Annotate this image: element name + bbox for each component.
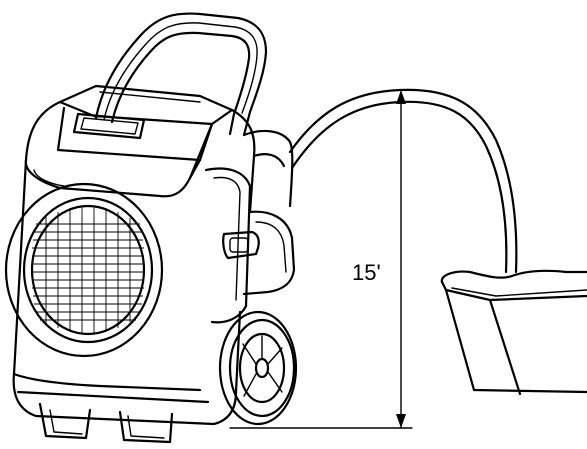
carry-handle bbox=[94, 12, 268, 137]
collection-bucket bbox=[440, 269, 587, 396]
height-dimension-line bbox=[229, 90, 413, 429]
dimension-arrow-bottom bbox=[396, 414, 406, 428]
fan-grille bbox=[4, 182, 164, 358]
control-panel bbox=[56, 84, 234, 162]
drain-hose bbox=[288, 88, 518, 274]
unit-body bbox=[12, 100, 296, 426]
height-label: 15' bbox=[352, 260, 381, 285]
dehumidifier-unit bbox=[4, 12, 298, 444]
unit-base bbox=[12, 372, 210, 444]
wheel bbox=[218, 310, 298, 426]
hose-outlet bbox=[222, 230, 260, 260]
dimension-arrow-top bbox=[396, 90, 406, 104]
